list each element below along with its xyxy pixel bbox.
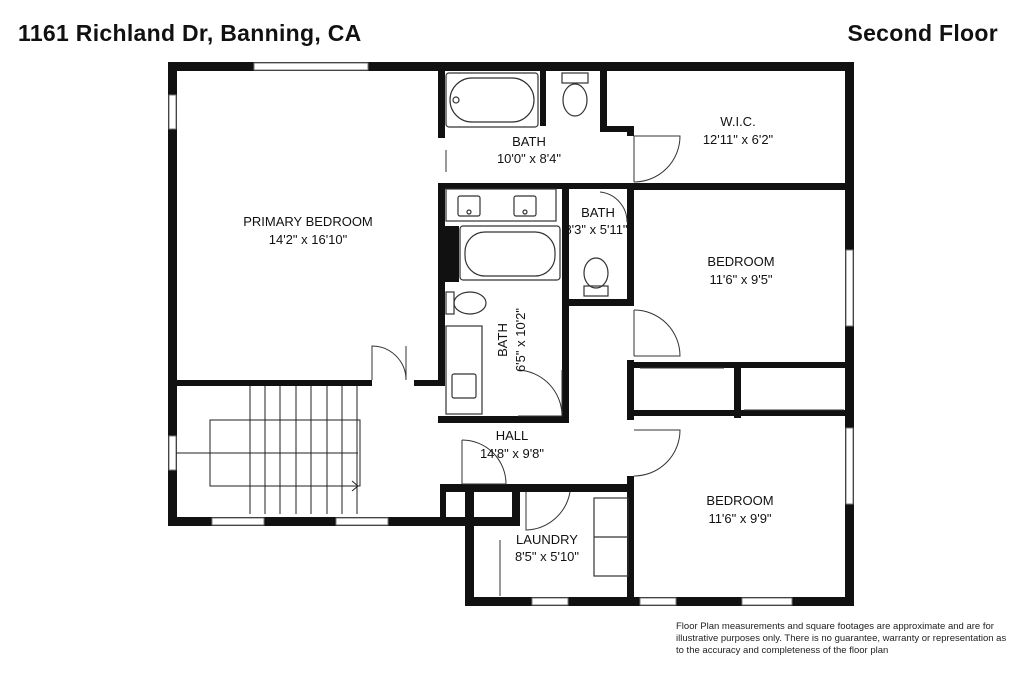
hall-dims: 14'8" x 9'8"	[480, 446, 544, 461]
bedroom-1-name: BEDROOM	[707, 254, 774, 269]
hall-bath-dims: 6'5" x 10'2"	[513, 308, 528, 372]
wic-name: W.I.C.	[720, 114, 755, 129]
hall-bath-name: BATH	[495, 323, 510, 357]
primary-bedroom-name: PRIMARY BEDROOM	[243, 214, 373, 229]
bathroom-fixtures	[445, 72, 629, 577]
room-labels: PRIMARY BEDROOM 14'2" x 16'10" BATH 10'0…	[243, 114, 774, 564]
disclaimer-text: Floor Plan measurements and square foota…	[676, 621, 1007, 656]
bedroom-2-dims: 11'6" x 9'9"	[708, 511, 771, 526]
main-bath-name: BATH	[512, 134, 546, 149]
bedroom-2-name: BEDROOM	[706, 493, 773, 508]
property-address: 1161 Richland Dr, Banning, CA	[18, 20, 362, 46]
wic-dims: 12'11" x 6'2"	[703, 132, 774, 147]
small-bath-dims: 8'3" x 5'11"	[564, 222, 627, 237]
main-bath-dims: 10'0" x 8'4"	[497, 151, 561, 166]
small-bath-name: BATH	[581, 205, 615, 220]
staircase	[176, 386, 361, 514]
primary-bedroom-dims: 14'2" x 16'10"	[269, 232, 348, 247]
laundry-name: LAUNDRY	[516, 532, 578, 547]
laundry-dims: 8'5" x 5'10"	[515, 549, 579, 564]
hall-name: HALL	[496, 428, 529, 443]
doors	[371, 135, 844, 596]
floor-title: Second Floor	[847, 20, 998, 46]
bedroom-1-dims: 11'6" x 9'5"	[709, 272, 772, 287]
interior-walls	[176, 70, 849, 606]
windows	[168, 62, 854, 606]
